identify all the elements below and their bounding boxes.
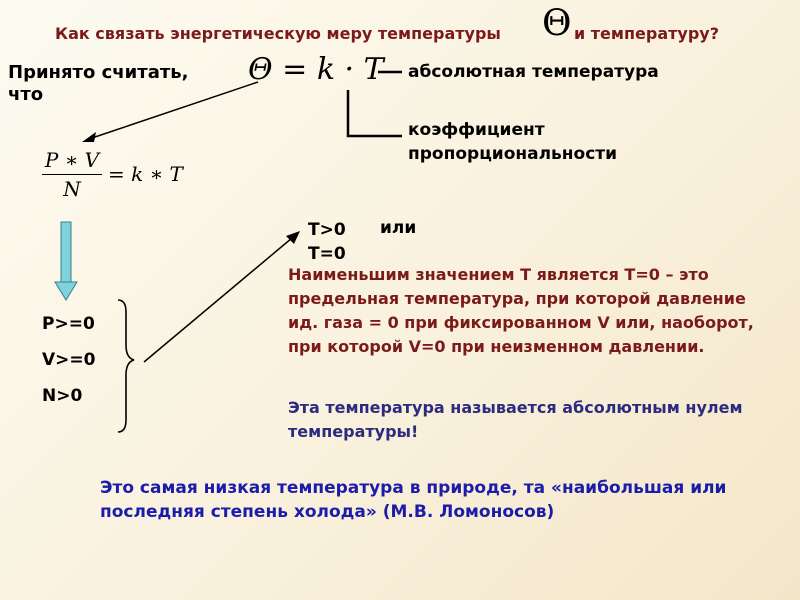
arrow-head-conclusion [286, 231, 300, 244]
arrow-line-intro [91, 81, 259, 139]
fraction-numerator: P ∗ V [42, 148, 102, 175]
coef-connector [346, 90, 402, 138]
inequality-v: V>=0 [42, 350, 96, 370]
slide-title-part1: Как связать энергетическую меру температ… [55, 24, 501, 43]
fraction-denominator: N [63, 177, 81, 201]
fraction-rhs: = k ∗ T [108, 162, 183, 186]
down-arrow-shaft [60, 221, 72, 283]
arrow-line-conclusion [143, 237, 293, 363]
paragraph-absolute-zero: Эта температура называется абсолютным ну… [288, 398, 743, 441]
curly-brace [117, 299, 135, 433]
annotation-absolute-temperature: абсолютная температура [408, 62, 659, 82]
formula-theta: Θ [248, 52, 273, 87]
theta-symbol: Θ [542, 3, 572, 44]
fraction: P ∗ V N [42, 148, 102, 201]
conclusion-t-greater: T>0 [308, 220, 346, 240]
down-arrow-head [54, 281, 78, 301]
paragraph-lomonosov-quote: Это самая низкая температура в природе, … [100, 478, 727, 522]
formula-equals-kt: = k · T [282, 52, 384, 87]
inequality-n: N>0 [42, 386, 83, 406]
intro-text: Принято считать, что [8, 62, 189, 105]
annotation-proportionality-coefficient: коэффициент пропорциональности [408, 120, 618, 164]
conclusion-t-equal: T=0 [308, 244, 346, 264]
conclusion-block: T>0 T=0 [308, 218, 346, 266]
main-formula: Θ = k · T [248, 52, 384, 87]
slide-title-part2: и температуру? [574, 24, 720, 43]
inequality-p: P>=0 [42, 314, 95, 334]
conclusion-or: или [380, 218, 417, 238]
arrow-head-intro [82, 132, 96, 142]
paragraph-minimum-temperature: Наименьшим значением Т является Т=0 – эт… [288, 265, 754, 356]
